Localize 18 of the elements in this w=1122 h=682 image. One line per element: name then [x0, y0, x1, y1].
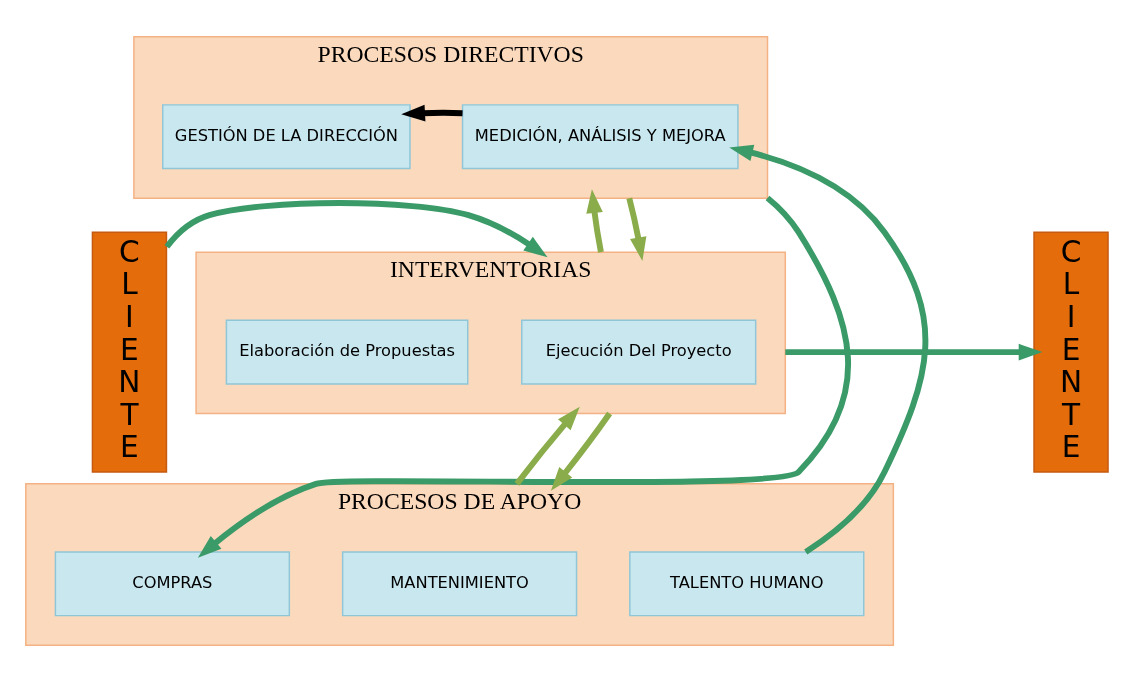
- arrow: [514, 406, 580, 486]
- node-box: COMPRAS: [54, 551, 291, 617]
- arrow: [164, 200, 548, 258]
- node-box: GESTIÓN DE LA DIRECCIÓN: [162, 104, 411, 170]
- node-box: MANTENIMIENTO: [341, 551, 578, 617]
- arrow: [197, 195, 851, 558]
- arrow: [401, 104, 463, 122]
- arrow: [729, 144, 929, 555]
- node-box: Elaboración de Propuestas: [225, 319, 469, 385]
- node-box: Ejecución Del Proyecto: [521, 319, 757, 385]
- arrow: [586, 189, 604, 253]
- node-box: TALENTO HUMANO: [629, 551, 865, 617]
- node-box: CLIENTE: [91, 231, 168, 473]
- arrow: [550, 411, 612, 491]
- arrow: [626, 197, 647, 261]
- arrow: [785, 343, 1043, 361]
- node-box: CLIENTE: [1033, 231, 1109, 473]
- node-box: MEDICIÓN, ANÁLISIS Y MEJORA: [461, 104, 739, 170]
